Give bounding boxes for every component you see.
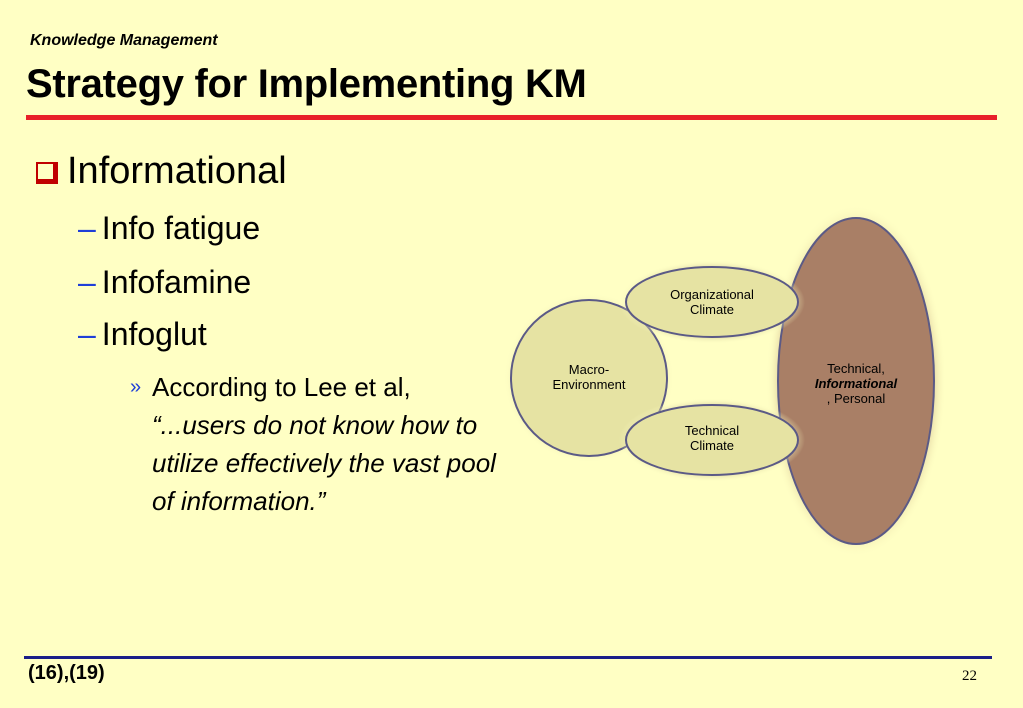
- bullet-level2-text: Infoglut: [101, 316, 207, 352]
- footer-references: (16),(19): [28, 662, 105, 684]
- raquo-bullet-icon: »: [130, 376, 142, 398]
- big-ellipse-label: Technical,Informational, Personal: [814, 361, 898, 406]
- dash-bullet-icon: –: [78, 210, 96, 246]
- bullet-level3: » According to Lee et al, “...users do n…: [130, 368, 500, 520]
- section-label: Knowledge Management: [30, 32, 218, 49]
- macro-environment-label: Macro-Environment: [552, 362, 626, 392]
- title-divider: [26, 115, 997, 120]
- bullet-level1: Informational: [36, 150, 287, 193]
- bullet-level2-text: Info fatigue: [101, 210, 261, 246]
- org-ellipse: [625, 266, 799, 338]
- bullet-level3-quote: “...users do not know how to utilize eff…: [152, 410, 496, 516]
- bullet-level2-text: Infofamine: [101, 264, 252, 300]
- page-number: 22: [962, 668, 977, 684]
- bullet-level3-intro: According to Lee et al,: [152, 372, 411, 402]
- bullet-level2: –Infofamine: [78, 264, 251, 301]
- macro-circle: [510, 299, 668, 457]
- square-bullet-icon: [36, 162, 58, 184]
- bullet-level2: –Info fatigue: [78, 210, 260, 247]
- dash-bullet-icon: –: [78, 316, 96, 352]
- big-ellipse: [777, 217, 935, 545]
- footer-divider: [24, 656, 992, 659]
- dash-bullet-icon: –: [78, 264, 96, 300]
- bullet-level2: –Infoglut: [78, 316, 207, 353]
- bullet-level1-text: Informational: [67, 150, 287, 192]
- slide-title: Strategy for Implementing KM: [26, 62, 587, 106]
- tech-ellipse: [625, 404, 799, 476]
